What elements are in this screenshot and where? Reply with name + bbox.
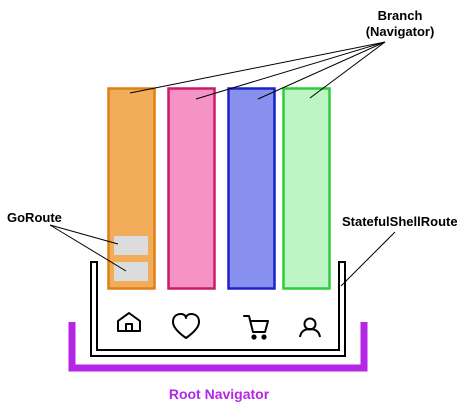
home-icon: [117, 312, 141, 332]
goroute-label: GoRoute: [7, 210, 62, 225]
branch-leader-4: [309, 41, 386, 99]
branch-3: [227, 87, 276, 290]
branch-2: [167, 87, 216, 290]
stateful-shell-route-outer: [90, 261, 346, 357]
root-navigator-label: Root Navigator: [169, 386, 270, 402]
heart-icon: [172, 313, 200, 339]
go-route-box-1: [114, 236, 148, 255]
branch-label-line2: (Navigator): [366, 24, 435, 39]
branch-4: [282, 87, 331, 290]
leader-lines: [49, 41, 396, 287]
go-route-box-2: [114, 262, 148, 281]
root-navigator-bracket: [68, 322, 368, 372]
branch-label-line1: Branch: [378, 8, 423, 23]
branch-leader-2: [195, 41, 386, 100]
goroute-leader-2: [49, 224, 127, 272]
goroute-leader-1: [49, 224, 119, 245]
branch-leader-3: [257, 41, 386, 100]
branch-leader-1: [129, 41, 386, 94]
stateful-shell-route-leader: [340, 231, 396, 287]
person-icon: [299, 317, 321, 338]
cart-icon: [243, 315, 269, 340]
stateful-shell-route-label: StatefulShellRoute: [342, 214, 458, 229]
branch-1: [107, 87, 156, 290]
